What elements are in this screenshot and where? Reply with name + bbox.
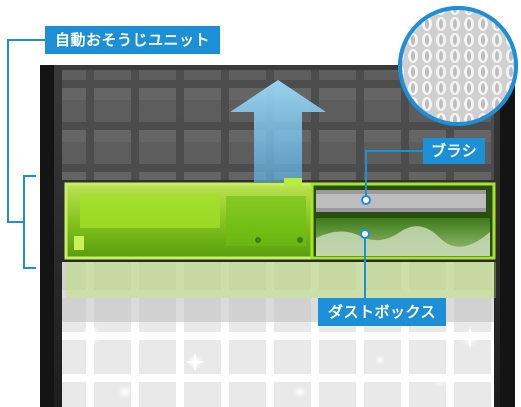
brush-dustbox-section [310,182,496,260]
unit-bracket [7,39,45,269]
auto-cleaning-unit-label: 自動おそうじユニット [45,26,221,54]
leader-lines [364,150,423,298]
brush-closeup [398,6,518,126]
dust-box-label: ダストボックス [318,298,447,326]
sparkles [79,322,482,399]
auto-cleaning-unit [64,178,496,298]
brush-label: ブラシ [423,138,486,164]
up-arrow-icon [230,80,326,182]
